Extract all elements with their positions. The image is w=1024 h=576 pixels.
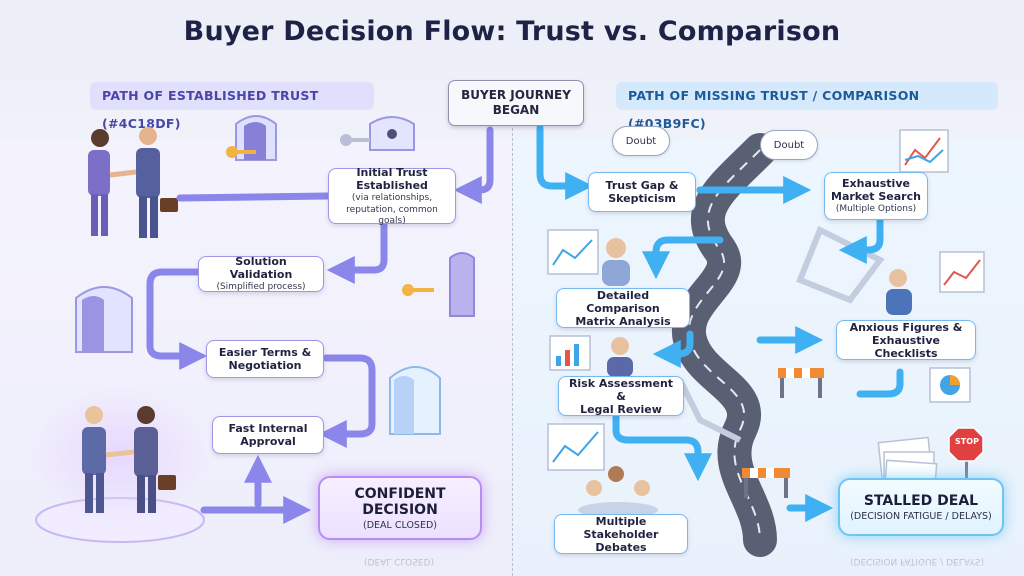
doubt-cloud-2: Doubt (760, 130, 818, 160)
handshake-figures-top (88, 127, 178, 238)
step-easier-terms: Easier Terms & Negotiation (206, 340, 324, 378)
confident-reflection: (DEAL CLOSED) (364, 556, 435, 566)
step-anxious-figures: Anxious Figures & Exhaustive Checklists (836, 320, 976, 360)
center-divider (512, 88, 513, 576)
comparison-flow-arrows (536, 124, 904, 522)
start-line-2: BEGAN (492, 103, 540, 117)
chart-board-icons (547, 129, 985, 471)
paper-stack-icon (877, 436, 938, 485)
buyer-journey-start: BUYER JOURNEY BEGAN (448, 80, 584, 126)
step-fast-approval: Fast Internal Approval (212, 416, 324, 454)
step-market-search: Exhaustive Market Search (Multiple Optio… (824, 172, 928, 220)
handshake-figures-bottom (82, 406, 176, 513)
start-line-1: BUYER JOURNEY (461, 88, 571, 102)
step-initial-trust: Initial Trust Established (via relations… (328, 166, 456, 226)
stalled-reflection: (DECISION FATIGUE / DELAYS) (850, 556, 985, 566)
step-risk-assessment: Risk Assessment & Legal Review (558, 376, 684, 416)
stop-sign-label: STOP (955, 437, 979, 446)
step-solution-validation: Solution Validation (Simplified process) (198, 255, 324, 292)
trust-path-label: PATH OF ESTABLISHED TRUST (#4C18DF) (90, 82, 374, 131)
stop-sign-icon (948, 427, 984, 482)
step-stakeholder-debates: Multiple Stakeholder Debates (554, 514, 688, 554)
stalled-deal-box: STALLED DEAL (DECISION FATIGUE / DELAYS) (838, 478, 1004, 536)
confident-decision-box: CONFIDENT DECISION (DEAL CLOSED) (318, 476, 482, 540)
trust-flow-arrows (146, 126, 494, 524)
barrier-icons (742, 368, 824, 498)
door-icons (75, 115, 475, 435)
page-title: Buyer Decision Flow: Trust vs. Compariso… (183, 16, 841, 47)
doubt-cloud-1: Doubt (612, 126, 670, 156)
step-trust-gap: Trust Gap & Skepticism (588, 172, 696, 212)
step-comparison-matrix: Detailed Comparison Matrix Analysis (556, 288, 690, 328)
